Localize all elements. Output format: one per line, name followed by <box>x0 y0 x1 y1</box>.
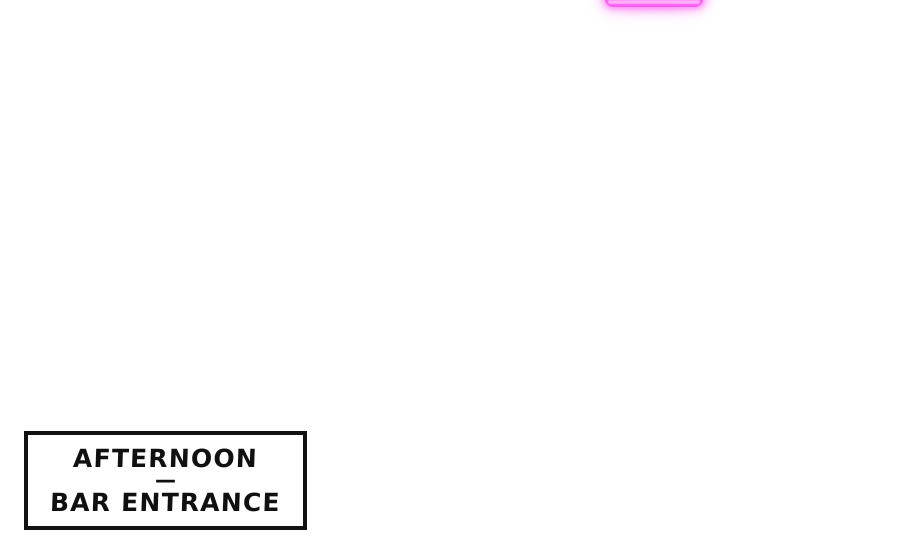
caption-line-secondary: BAR ENTRANCE <box>49 487 282 517</box>
caption-box: AFTERNOON — BAR ENTRANCE <box>24 431 307 530</box>
caption-separator-dash: — <box>155 468 176 493</box>
magenta-pill-icon <box>605 0 703 7</box>
magenta-pill-container <box>595 0 713 17</box>
caption-line-primary: AFTERNOON <box>72 444 259 474</box>
magenta-pill-highlight-icon <box>608 0 700 4</box>
